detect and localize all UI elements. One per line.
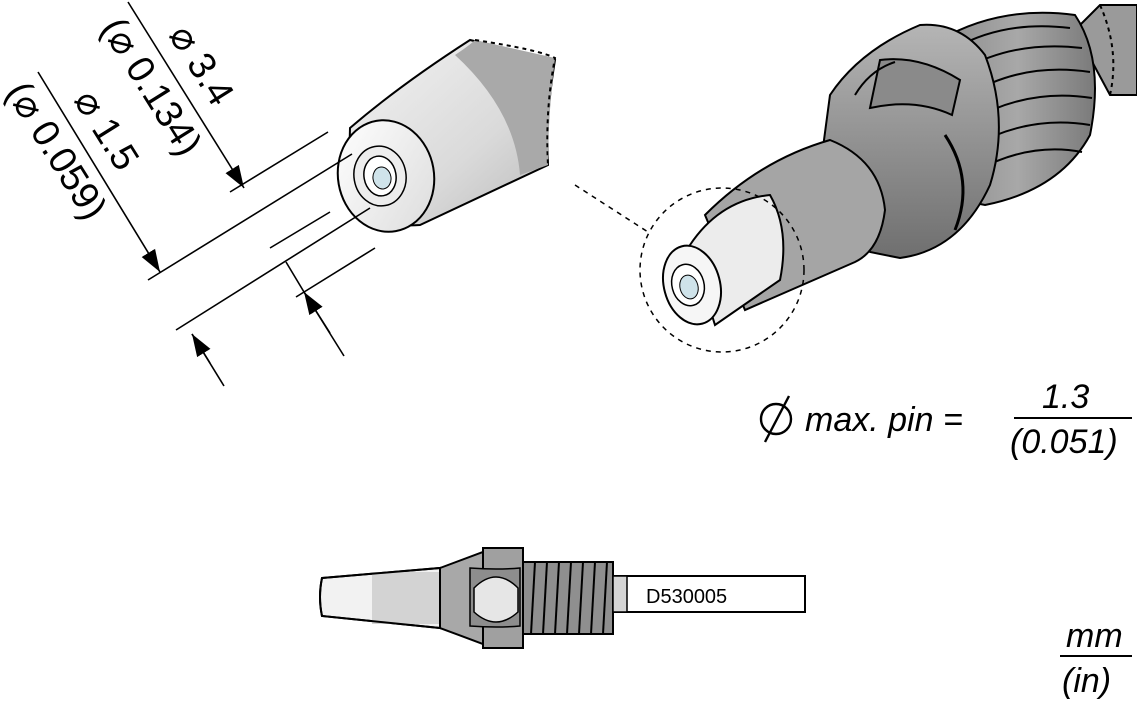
max-pin-annotation: max. pin = 1.3 (0.051) (759, 378, 1132, 461)
unit-inch: (in) (1062, 662, 1111, 700)
diameter-symbol-icon (759, 395, 793, 443)
dimension-lines (37, 1, 376, 387)
max-pin-mm: 1.3 (1042, 378, 1089, 416)
nozzle-side-view: D530005 (319, 547, 806, 649)
part-number-label: D530005 (646, 586, 727, 608)
tip-detail-closeup (336, 38, 557, 233)
max-pin-label: max. pin = (805, 401, 963, 439)
nozzle-3d-view (574, 4, 1137, 353)
max-pin-inch: (0.051) (1010, 423, 1118, 461)
unit-mm: mm (1066, 617, 1123, 655)
units-legend: mm (in) (1060, 617, 1132, 700)
